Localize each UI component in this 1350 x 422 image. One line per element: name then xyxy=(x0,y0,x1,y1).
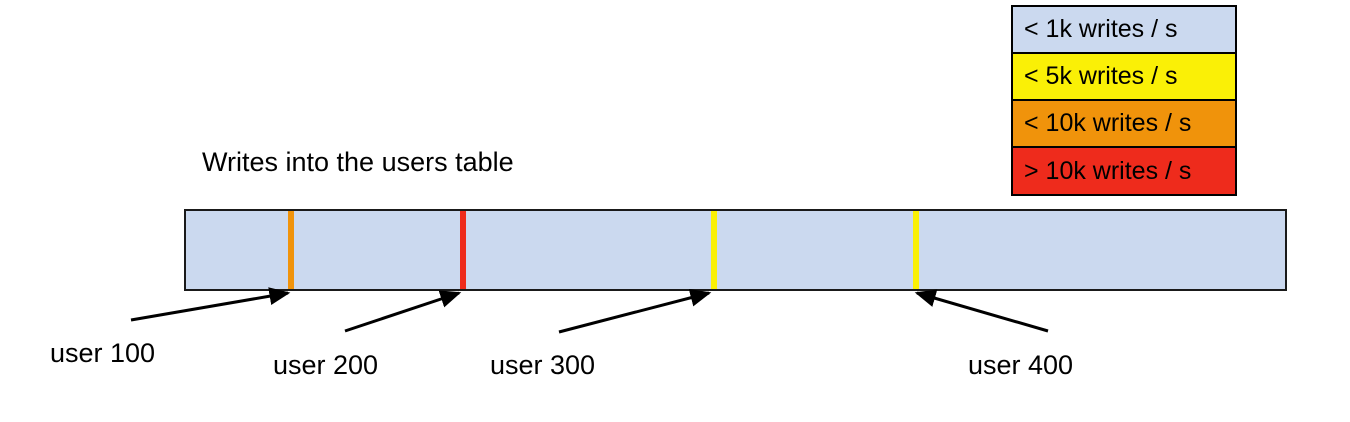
legend-label-under-1k: < 1k writes / s xyxy=(1024,15,1178,43)
marker-user-300 xyxy=(711,211,717,289)
arrow-user-100 xyxy=(130,287,291,322)
legend-label-under-5k: < 5k writes / s xyxy=(1024,62,1178,90)
legend-label-under-10k: < 10k writes / s xyxy=(1024,109,1192,137)
marker-user-400 xyxy=(913,211,919,289)
legend-row-under-1k: < 1k writes / s xyxy=(1013,7,1235,54)
marker-user-100 xyxy=(288,211,294,289)
legend-row-over-10k: > 10k writes / s xyxy=(1013,148,1235,194)
legend-row-under-10k: < 10k writes / s xyxy=(1013,101,1235,148)
legend: < 1k writes / s < 5k writes / s < 10k wr… xyxy=(1011,5,1237,196)
chart-title: Writes into the users table xyxy=(202,147,514,177)
users-table-range-strip xyxy=(184,209,1287,291)
label-user-300: user 300 xyxy=(490,350,596,380)
arrow-user-200 xyxy=(344,290,462,333)
label-user-200: user 200 xyxy=(273,350,379,380)
marker-user-200 xyxy=(460,211,466,289)
label-user-400: user 400 xyxy=(968,350,1074,380)
arrow-user-300 xyxy=(558,288,712,334)
label-user-100: user 100 xyxy=(50,338,156,368)
legend-row-under-5k: < 5k writes / s xyxy=(1013,54,1235,101)
arrow-user-400 xyxy=(914,289,1049,333)
legend-label-over-10k: > 10k writes / s xyxy=(1024,156,1192,185)
